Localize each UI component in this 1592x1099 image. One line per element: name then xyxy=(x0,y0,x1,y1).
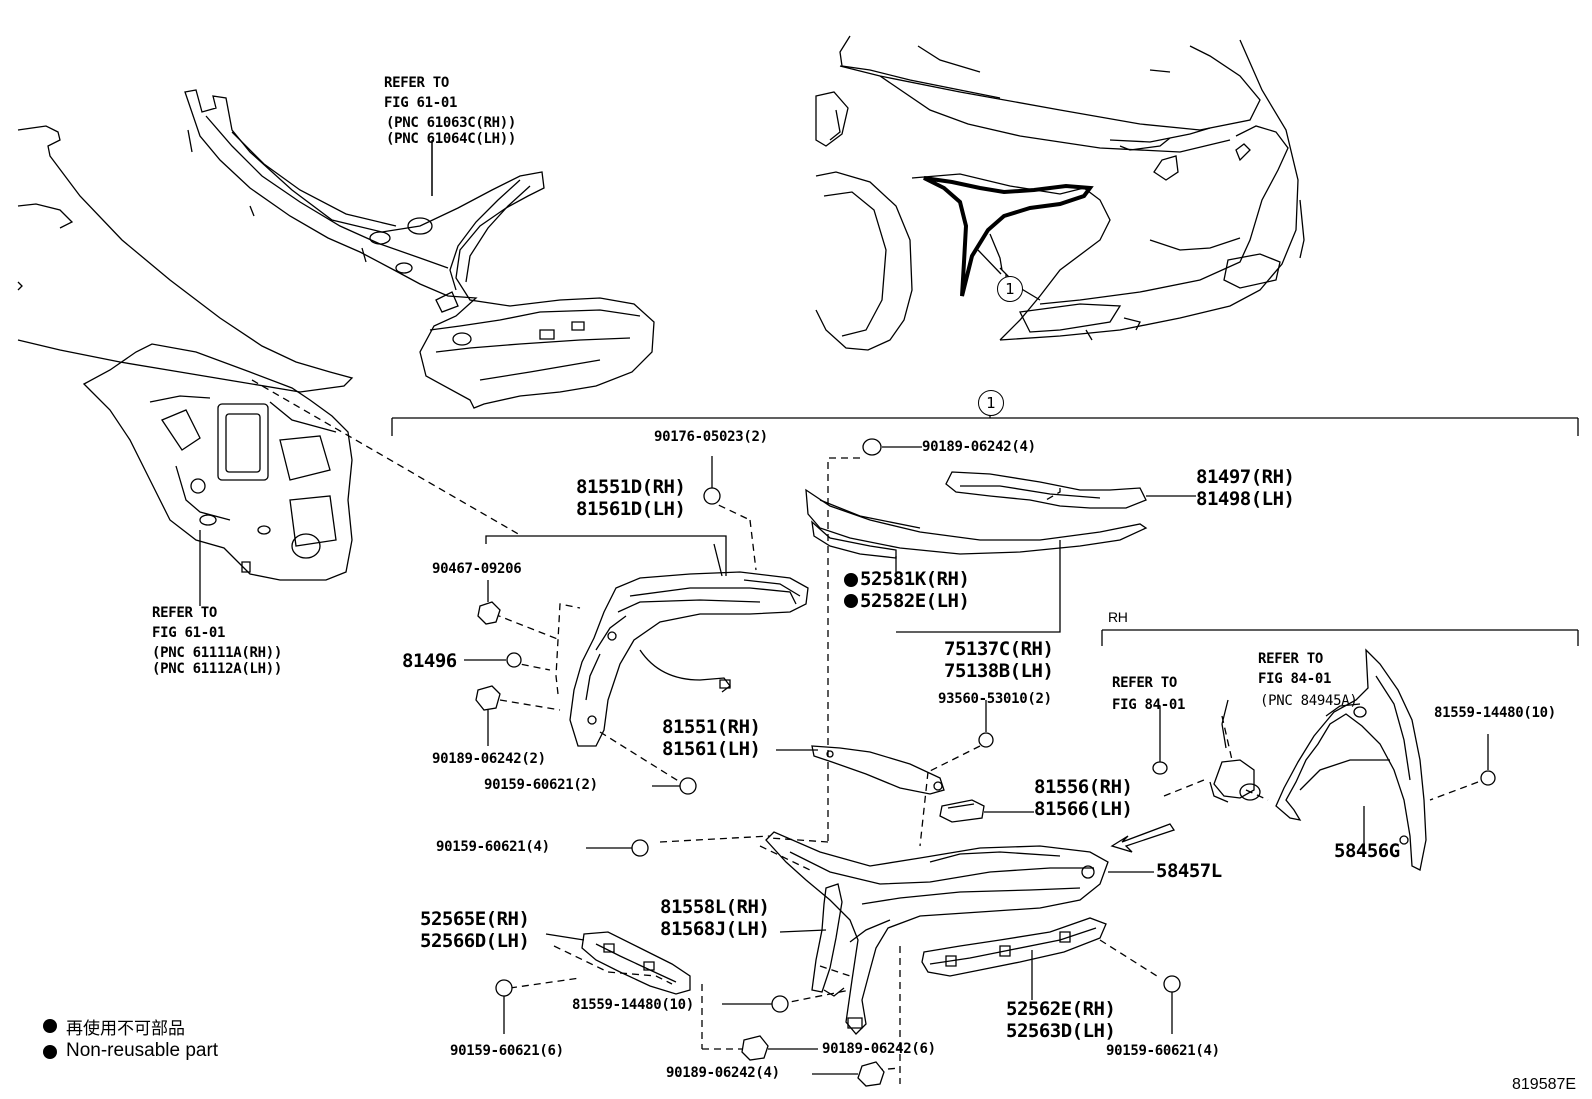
bracket-81558l-illustration xyxy=(780,884,842,992)
part-52565e-rh[interactable]: 52565E(RH) xyxy=(420,908,530,930)
part-90159-60621-2[interactable]: 90159-60621(2) xyxy=(484,777,598,793)
legend-jp: 再使用不可部品 xyxy=(66,1019,185,1038)
direction-arrow-icon xyxy=(1112,824,1174,852)
ref-upper-line1: REFER TO xyxy=(384,75,450,91)
part-81559-14480-rh[interactable]: 81559-14480(10) xyxy=(1434,705,1556,721)
rh-label: RH xyxy=(1108,609,1128,625)
part-81496[interactable]: 81496 xyxy=(402,650,457,672)
part-52581k-rh[interactable]: 52581K(RH) xyxy=(860,568,970,590)
ref-rh-right-line1: REFER TO xyxy=(1258,651,1324,667)
part-52562e-rh[interactable]: 52562E(RH) xyxy=(1006,998,1116,1020)
garnish-75137c-illustration xyxy=(806,490,1146,632)
part-81498-lh[interactable]: 81498(LH) xyxy=(1196,488,1295,510)
callout-1-car: 1 xyxy=(997,276,1023,302)
bracket-81551-illustration xyxy=(776,746,944,794)
part-75138b-lh[interactable]: 75138B(LH) xyxy=(944,660,1054,682)
ref-rh-right-line3: (PNC 84945A) xyxy=(1260,693,1358,709)
ref-upper-line3: (PNC 61063C(RH)) xyxy=(386,115,517,131)
ref-side-line4: (PNC 61112A(LH)) xyxy=(152,661,283,677)
ref-side-line1: REFER TO xyxy=(152,605,218,621)
ref-rh-left-line2: FIG 84-01 xyxy=(1112,697,1186,713)
group-bracket xyxy=(392,412,1578,436)
part-81551d-rh[interactable]: 81551D(RH) xyxy=(576,476,686,498)
part-81559-14480-10[interactable]: 81559-14480(10) xyxy=(572,997,694,1013)
part-58456g[interactable]: 58456G xyxy=(1334,840,1400,862)
callout-1-group: 1 xyxy=(978,390,1004,416)
part-81566-lh[interactable]: 81566(LH) xyxy=(1034,798,1133,820)
garnish-81497-illustration xyxy=(946,472,1196,508)
vehicle-rear-view-illustration xyxy=(816,36,1304,350)
callout-leader-line xyxy=(978,250,1001,274)
part-81561-lh[interactable]: 81561(LH) xyxy=(662,738,761,760)
part-81551-rh[interactable]: 81551(RH) xyxy=(662,716,761,738)
part-81568j-lh[interactable]: 81568J(LH) xyxy=(660,918,770,940)
ref-upper-line4: (PNC 61064C(LH)) xyxy=(386,131,517,147)
retainer-52565e-illustration xyxy=(546,932,690,994)
part-52566d-lh[interactable]: 52566D(LH) xyxy=(420,930,530,952)
part-81497-rh[interactable]: 81497(RH) xyxy=(1196,466,1295,488)
part-52582e-lh[interactable]: 52582E(LH) xyxy=(860,590,970,612)
part-81558l-rh[interactable]: 81558L(RH) xyxy=(660,896,770,918)
part-90189-06242-top[interactable]: 90189-06242(4) xyxy=(922,439,1036,455)
part-52563d-lh[interactable]: 52563D(LH) xyxy=(1006,1020,1116,1042)
figure-id: 819587E xyxy=(1512,1076,1577,1093)
ref-side-line3: (PNC 61111A(RH)) xyxy=(152,645,283,661)
quarter-panel-illustration xyxy=(18,126,352,580)
ref-upper-line2: FIG 61-01 xyxy=(384,95,458,111)
rh-garnish-58456g-illustration xyxy=(1276,650,1426,870)
part-90189-06242-4b[interactable]: 90189-06242(4) xyxy=(666,1065,780,1081)
lamp-housing-81551d-illustration xyxy=(570,544,808,746)
part-90159-60621-6[interactable]: 90159-60621(6) xyxy=(450,1043,564,1059)
rear-bumper-garnish-58457l-illustration xyxy=(766,832,1154,1034)
leader-lines xyxy=(200,140,1006,606)
part-75137c-rh[interactable]: 75137C(RH) xyxy=(944,638,1054,660)
ref-rh-left-line1: REFER TO xyxy=(1112,675,1178,691)
rh-bracket xyxy=(1102,630,1578,646)
legend-en: Non-reusable part xyxy=(66,1040,219,1061)
part-81556-rh[interactable]: 81556(RH) xyxy=(1034,776,1133,798)
part-90467-09206[interactable]: 90467-09206 xyxy=(432,561,522,577)
ref-side-line2: FIG 61-01 xyxy=(152,625,226,641)
part-81561d-lh[interactable]: 81561D(LH) xyxy=(576,498,686,520)
ref-rh-right-line2: FIG 84-01 xyxy=(1258,671,1332,687)
part-58457l[interactable]: 58457L xyxy=(1156,860,1222,882)
retainer-52562e-illustration xyxy=(922,918,1106,1000)
part-90189-06242-6[interactable]: 90189-06242(6) xyxy=(822,1041,936,1057)
rh-connector-illustration xyxy=(1210,700,1260,802)
part-90176-05023[interactable]: 90176-05023(2) xyxy=(654,429,768,445)
upper-body-panel-illustration xyxy=(185,90,654,408)
part-90159-60621-4b[interactable]: 90159-60621(4) xyxy=(1106,1043,1220,1059)
bracket-81556-illustration xyxy=(940,800,1034,822)
part-90159-60621-4a[interactable]: 90159-60621(4) xyxy=(436,839,550,855)
non-reusable-markers xyxy=(43,573,858,1059)
fastener-clips xyxy=(464,439,1495,1086)
part-93560-53010[interactable]: 93560-53010(2) xyxy=(938,691,1052,707)
part-90189-06242-2[interactable]: 90189-06242(2) xyxy=(432,751,546,767)
